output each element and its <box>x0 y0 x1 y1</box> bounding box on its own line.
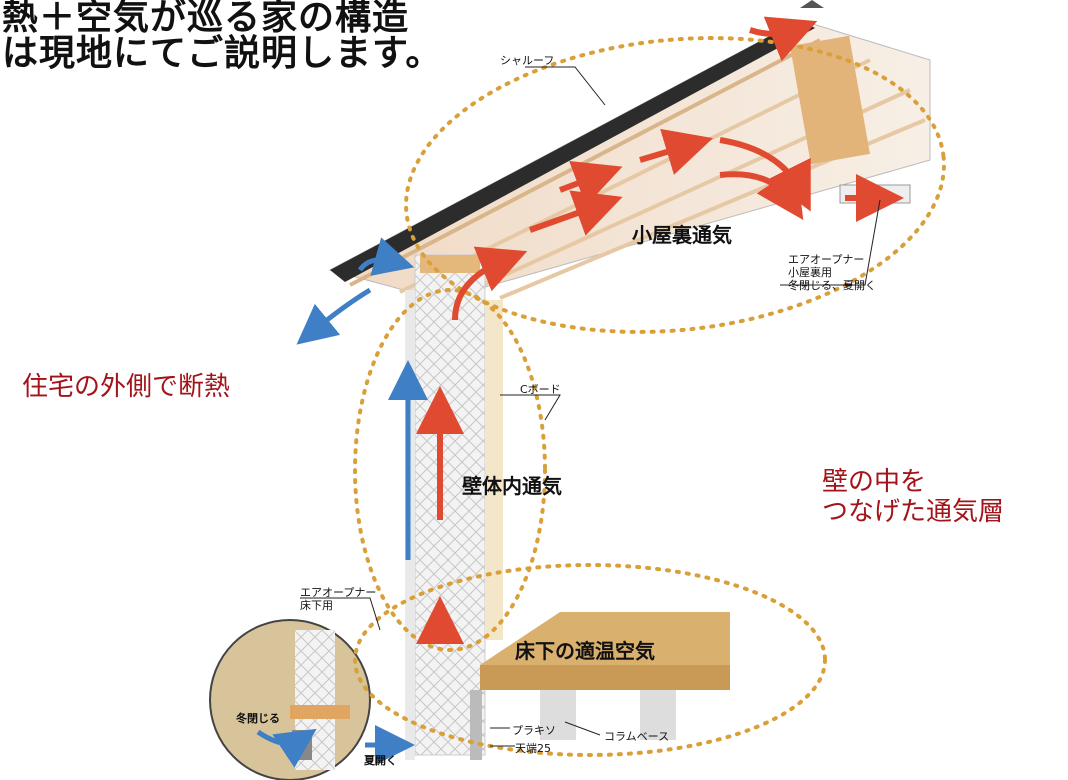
floor-deck <box>470 612 730 760</box>
callout-lines <box>300 66 881 747</box>
wall-layer-label: 壁の中を つなげた通気層 <box>822 467 1004 527</box>
air-opener-attic-line-2: 小屋裏用 <box>788 266 832 279</box>
air-opener-detail <box>209 619 371 780</box>
page-title: 熱＋空気が巡る家の構造 は現地にてご説明します。 <box>2 0 442 72</box>
plastic-callout: プラキソ <box>512 724 556 737</box>
highlight-rings <box>353 36 946 757</box>
cool-airflow-arrows <box>256 237 428 768</box>
underfloor-air-label: 床下の適温空気 <box>515 639 655 663</box>
shell-roof-callout: シャルーフ <box>500 54 555 67</box>
wall-ventilation-label: 壁体内通気 <box>462 474 562 498</box>
title-line-2: は現地にてご説明します。 <box>2 33 443 74</box>
air-opener-floor-line-1: エアオープナー <box>300 586 377 599</box>
c-board-callout: Cボード <box>520 383 561 396</box>
ceiling-25-callout: 天端25 <box>515 742 551 755</box>
summer-open-callout: 夏開く <box>364 754 397 767</box>
air-opener-attic-line-3: 冬閉じる、夏開く <box>788 279 876 292</box>
wall-layer-label-line-2: つなげた通気層 <box>822 497 1005 527</box>
outside-insulation-label: 住宅の外側で断熱 <box>22 372 231 402</box>
wall-layer-label-line-1: 壁の中を <box>822 467 927 497</box>
warm-airflow-arrows <box>416 16 904 644</box>
air-opener-floor-callout: エアオープナー 床下用 <box>300 586 376 612</box>
air-opener-attic-callout: エアオープナー 小屋裏用 冬閉じる、夏開く <box>788 253 876 292</box>
air-opener-floor-line-2: 床下用 <box>300 599 333 612</box>
attic-ventilation-label: 小屋裏通気 <box>632 223 732 247</box>
column-base-callout: コラムベース <box>604 730 670 743</box>
title-line-1: 熱＋空気が巡る家の構造 <box>2 0 410 38</box>
air-opener-attic-line-1: エアオープナー <box>788 253 865 266</box>
winter-close-callout: 冬閉じる <box>236 712 280 725</box>
